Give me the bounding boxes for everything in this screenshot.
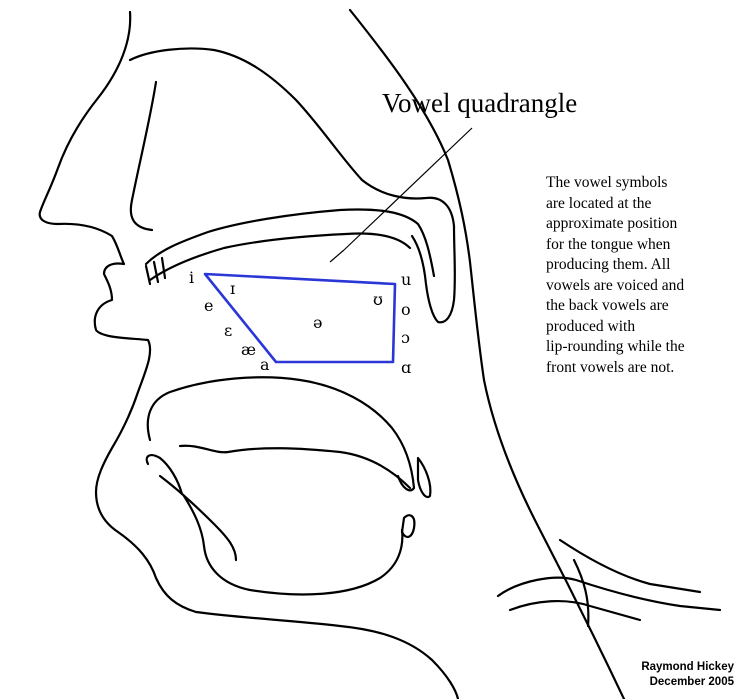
- vowel-quadrangle: [203, 272, 397, 364]
- vowel-a: a: [260, 355, 270, 374]
- trachea: [558, 538, 702, 594]
- description-text: The vowel symbols are located at the app…: [546, 174, 685, 376]
- face-profile-outline: [38, 10, 460, 699]
- nasal-inner: [129, 80, 158, 232]
- diagram-title: Vowel quadrangle: [382, 88, 578, 118]
- vowel-open-o: ɔ: [401, 328, 410, 347]
- hard-palate-lower: [148, 232, 412, 282]
- credit-date: December 2005: [649, 676, 734, 688]
- vowel-ae: æ: [241, 340, 257, 359]
- credit-name: Raymond Hickey: [641, 661, 734, 673]
- vocal-fold: [400, 514, 416, 538]
- larynx: [496, 558, 722, 628]
- pharynx-back-wall: [348, 8, 626, 699]
- epiglottis: [416, 456, 432, 499]
- tongue-outline: [146, 376, 416, 492]
- tongue-lower: [178, 444, 412, 490]
- vowel-schwa: ə: [313, 313, 323, 332]
- vowel-small-u: ʊ: [373, 290, 383, 309]
- vowel-u: u: [401, 270, 412, 289]
- vowel-o: o: [401, 300, 411, 319]
- lower-teeth: [158, 474, 238, 562]
- vowel-small-i: ɪ: [230, 279, 236, 298]
- vowel-i: i: [189, 268, 195, 287]
- title-pointer-line-2: [329, 249, 345, 263]
- lower-lip: [145, 454, 184, 496]
- teeth-upper: [144, 256, 167, 286]
- lower-jaw-inner: [182, 494, 404, 596]
- hard-palate: [144, 208, 436, 278]
- vowel-alpha: ɑ: [401, 358, 412, 377]
- nasal-cavity-top: [128, 47, 456, 324]
- title-pointer-line: [343, 127, 473, 251]
- vowel-epsilon: ɛ: [224, 321, 233, 340]
- vowel-e: e: [204, 296, 214, 315]
- credit-block: Raymond Hickey December 2005: [600, 660, 734, 690]
